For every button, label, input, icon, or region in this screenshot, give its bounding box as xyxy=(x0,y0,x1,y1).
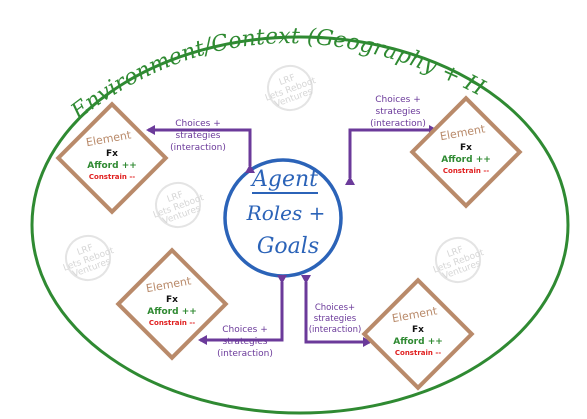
arrow-label-top-left: Choices + strategies (interaction) xyxy=(170,119,226,153)
element-fx: Fx xyxy=(106,149,118,159)
element-constrain: Constrain -- xyxy=(443,167,489,175)
arrow-bottom-right xyxy=(301,275,372,347)
element-afford: Afford ++ xyxy=(87,161,137,171)
environment-ellipse xyxy=(30,35,570,415)
arrow-label-top-right: Choices + strategies (interaction) xyxy=(370,95,426,129)
svg-text:(interaction): (interaction) xyxy=(309,325,362,335)
svg-text:strategies: strategies xyxy=(223,337,268,347)
svg-text:(interaction): (interaction) xyxy=(170,143,226,153)
watermark-3: LRF Lets Reboot Ventures xyxy=(62,235,116,281)
agent-node: Agent Roles + Goals xyxy=(223,158,343,278)
element-top-right: Element Fx Afford ++ Constrain -- xyxy=(409,95,523,209)
element-fx: Fx xyxy=(460,143,472,153)
element-fx: Fx xyxy=(166,295,178,305)
svg-text:(interaction): (interaction) xyxy=(370,119,426,129)
svg-text:strategies: strategies xyxy=(314,314,357,324)
svg-text:Choices +: Choices + xyxy=(175,119,221,129)
svg-text:strategies: strategies xyxy=(376,107,421,117)
svg-text:(interaction): (interaction) xyxy=(217,349,273,359)
element-top-left: Element Fx Afford ++ Constrain -- xyxy=(55,101,169,215)
svg-text:Choices+: Choices+ xyxy=(315,303,355,313)
arrow-label-bottom-left: Choices + strategies (interaction) xyxy=(217,325,273,359)
element-bottom-right: Element Fx Afford ++ Constrain -- xyxy=(361,277,475,391)
element-afford: Afford ++ xyxy=(441,155,491,165)
watermark-1: LRF Lets Reboot Ventures xyxy=(264,65,318,111)
element-afford: Afford ++ xyxy=(393,337,443,347)
element-constrain: Constrain -- xyxy=(149,319,195,327)
svg-text:strategies: strategies xyxy=(176,131,221,141)
element-fx: Fx xyxy=(412,325,424,335)
svg-text:Choices +: Choices + xyxy=(375,95,421,105)
agent-title: Agent xyxy=(250,167,318,192)
agent-roles: Roles + xyxy=(246,201,326,225)
svg-text:Choices +: Choices + xyxy=(222,325,268,335)
arrow-bottom-left xyxy=(198,275,287,345)
arrow-top-left xyxy=(146,125,255,173)
arrow-label-bottom-right: Choices+ strategies (interaction) xyxy=(309,303,362,335)
element-afford: Afford ++ xyxy=(147,307,197,317)
element-constrain: Constrain -- xyxy=(89,173,135,181)
agent-goals: Goals xyxy=(257,234,319,259)
element-bottom-left: Element Fx Afford ++ Constrain -- xyxy=(115,247,229,361)
watermark-2: LRF Lets Reboot Ventures xyxy=(152,182,206,228)
element-constrain: Constrain -- xyxy=(395,349,441,357)
arrow-top-right xyxy=(345,125,438,185)
watermark-4: LRF Lets Reboot Ventures xyxy=(432,237,486,283)
